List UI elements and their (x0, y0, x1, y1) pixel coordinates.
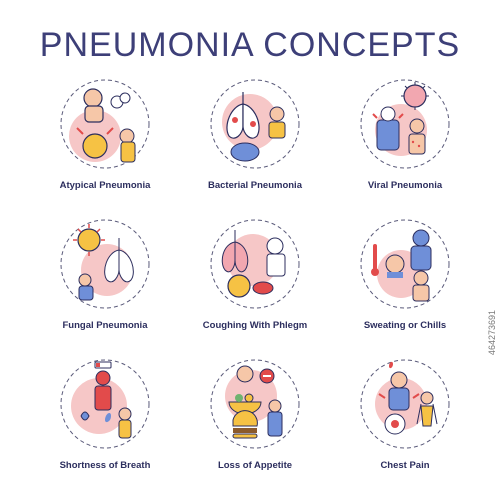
concept-atypical-pneumonia: Atypical Pneumonia (35, 68, 175, 208)
fungal-pneumonia-illustration (60, 219, 150, 309)
concept-loss-of-appetite: Loss of Appetite (185, 348, 325, 488)
coughing-with-phlegm-illustration (210, 219, 300, 309)
concept-grid: Atypical Pneumonia Bacterial Pneumonia (35, 68, 475, 488)
concept-viral-pneumonia: Viral Pneumonia (335, 68, 475, 208)
atypical-pneumonia-illustration (60, 79, 150, 169)
concept-label: Bacterial Pneumonia (208, 180, 302, 191)
concept-label: Chest Pain (380, 460, 430, 471)
concept-sweating-or-chills: Sweating or Chills (335, 208, 475, 348)
page-title: PNEUMONIA CONCEPTS (39, 26, 461, 64)
stock-id: 464273691 (487, 310, 497, 356)
concept-shortness-of-breath: Shortness of Breath (35, 348, 175, 488)
concept-label: Shortness of Breath (59, 460, 151, 471)
shortness-of-breath-illustration (60, 359, 150, 449)
concept-label: Coughing With Phlegm (202, 320, 308, 331)
loss-of-appetite-illustration (210, 359, 300, 449)
concept-label: Sweating or Chills (363, 320, 447, 331)
concept-chest-pain: Chest Pain (335, 348, 475, 488)
concept-fungal-pneumonia: Fungal Pneumonia (35, 208, 175, 348)
sweating-or-chills-illustration (360, 219, 450, 309)
concept-label: Fungal Pneumonia (62, 320, 148, 331)
viral-pneumonia-illustration (360, 79, 450, 169)
concept-bacterial-pneumonia: Bacterial Pneumonia (185, 68, 325, 208)
concept-label: Loss of Appetite (217, 460, 293, 471)
bacterial-pneumonia-illustration (210, 79, 300, 169)
concept-coughing-with-phlegm: Coughing With Phlegm (185, 208, 325, 348)
chest-pain-illustration (360, 359, 450, 449)
concept-label: Atypical Pneumonia (59, 180, 151, 191)
concept-label: Viral Pneumonia (367, 180, 443, 191)
